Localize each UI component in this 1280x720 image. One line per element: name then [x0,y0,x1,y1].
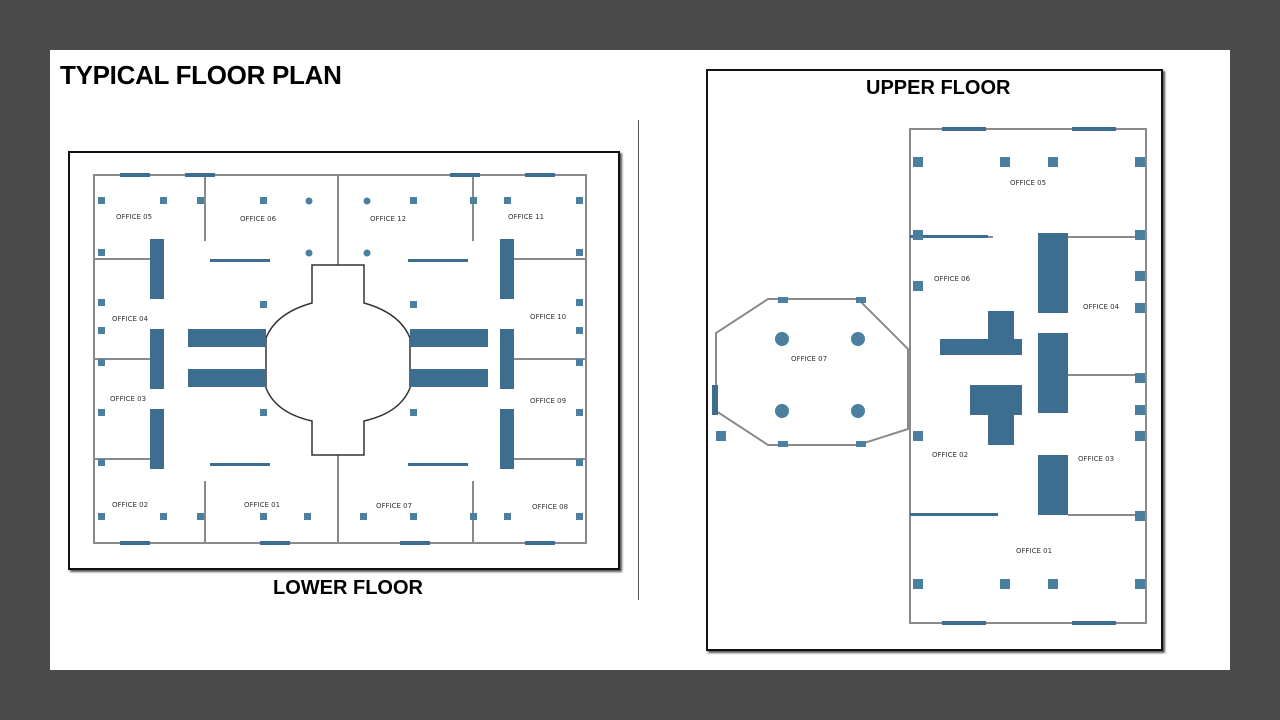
room-label: OFFICE 02 [112,501,148,509]
room-label: OFFICE 12 [370,215,406,223]
room-label: OFFICE 07 [791,355,827,363]
room-label: OFFICE 09 [530,397,566,405]
room-label: OFFICE 03 [110,395,146,403]
room-label: OFFICE 04 [112,315,149,323]
room-label: OFFICE 06 [934,275,971,283]
room-label: OFFICE 02 [932,451,968,459]
room-label: OFFICE 01 [1016,547,1052,555]
slide: TYPICAL FLOOR PLAN [50,50,1230,670]
room-label: OFFICE 07 [376,502,412,510]
page-title: TYPICAL FLOOR PLAN [60,60,342,90]
divider-line [638,120,639,600]
upper-floor-drawing: OFFICE 05 OFFICE 06 OFFICE 04 OFFICE 07 … [712,127,1147,625]
lower-floor-plan: OFFICE 05 OFFICE 06 OFFICE 12 OFFICE 11 … [68,151,620,570]
room-label: OFFICE 11 [508,213,544,221]
room-label: OFFICE 06 [240,215,277,223]
room-label: OFFICE 05 [116,213,152,221]
upper-floor-caption: UPPER FLOOR [866,77,1011,99]
room-label: OFFICE 01 [244,501,280,509]
room-label: OFFICE 10 [530,313,566,321]
room-label: OFFICE 08 [532,503,568,511]
upper-floor-plan: UPPER FLOOR [706,69,1163,651]
lower-floor-caption: LOWER FLOOR [273,577,423,599]
room-label: OFFICE 03 [1078,455,1114,463]
room-label: OFFICE 05 [1010,179,1046,187]
lower-floor-drawing: OFFICE 05 OFFICE 06 OFFICE 12 OFFICE 11 … [93,173,587,545]
room-label: OFFICE 04 [1083,303,1120,311]
